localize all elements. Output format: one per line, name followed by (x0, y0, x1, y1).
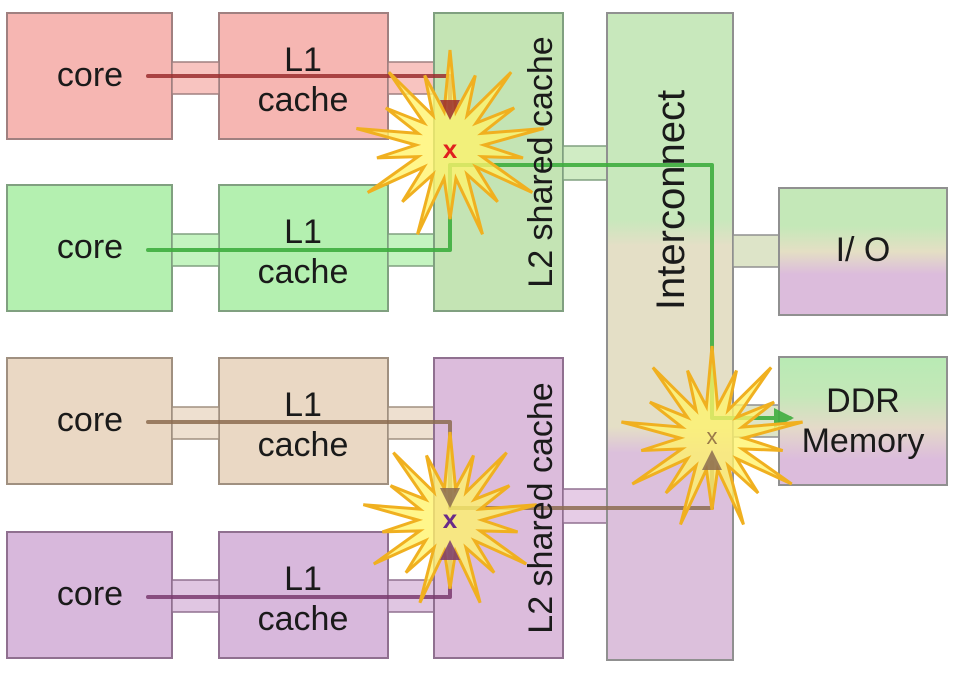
conflict-mark-interconnect: x (707, 424, 718, 449)
core-label: core (57, 56, 123, 94)
arrowhead (440, 100, 460, 120)
core-box (6, 531, 173, 659)
io-box (778, 187, 948, 316)
l1-label-line2: cache (258, 253, 349, 291)
l2-label-bottom: L2 shared cache (522, 382, 560, 633)
core-box (6, 184, 173, 312)
core-box (6, 12, 173, 140)
conflict-burst-interconnect (621, 345, 803, 526)
l1-label-line1: L1 (284, 386, 322, 424)
arrowhead (702, 450, 722, 470)
l1-label-line1: L1 (284, 213, 322, 251)
l1-label-line2: cache (258, 81, 349, 119)
conflict-mark-upper: x (443, 134, 458, 164)
ddr-label-line2: Memory (802, 422, 925, 460)
l2-label-top: L2 shared cache (522, 36, 560, 287)
core-label: core (57, 401, 123, 439)
conflict-mark-lower: x (443, 504, 458, 534)
core-label: core (57, 575, 123, 613)
conflict-bursts (355, 49, 803, 604)
interconnect-label: Interconnect (649, 90, 693, 310)
l1-label-line2: cache (258, 426, 349, 464)
arrowhead (440, 540, 460, 560)
ddr-label-line1: DDR (826, 382, 900, 420)
io-label: I/ O (836, 231, 891, 269)
arrowhead (440, 488, 460, 508)
core-label: core (57, 228, 123, 266)
core-box (6, 357, 173, 485)
l1-label-line1: L1 (284, 41, 322, 79)
ddr-memory-box (778, 356, 948, 486)
conflict-burst-lower (362, 431, 538, 604)
bus-link (732, 234, 780, 268)
labels: core L1 cache core L1 cache core L1 cach… (57, 36, 924, 638)
conflict-burst-upper (355, 49, 545, 235)
l1-label-line1: L1 (284, 560, 322, 598)
l1-label-line2: cache (258, 600, 349, 638)
